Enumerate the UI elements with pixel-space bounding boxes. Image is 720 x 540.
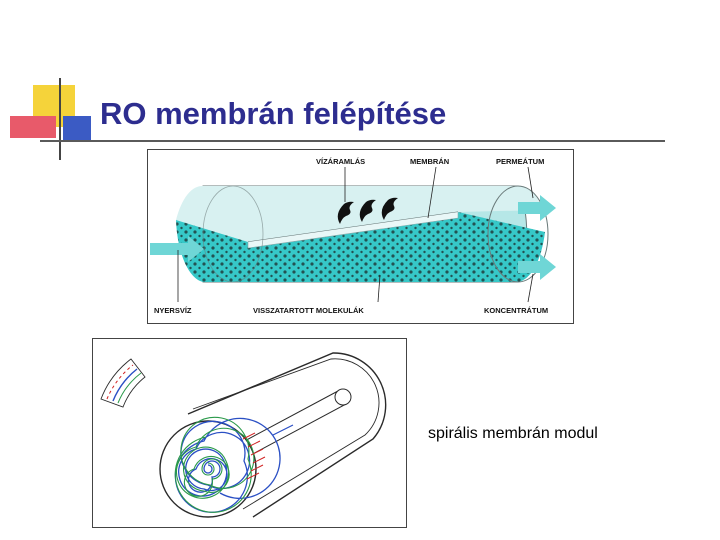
membrane-sheet-detail [101,359,145,407]
vertical-rule [59,78,61,160]
spiral-module-svg [93,339,406,527]
label-concentrate: KONCENTRÁTUM [484,306,548,315]
ro-membrane-diagram: VÍZÁRAMLÁS MEMBRÁN PERMEÁTUM NYERSVÍZ VI… [147,149,574,324]
spiral-module-caption: spirális membrán modul [428,425,598,443]
label-water-flow: VÍZÁRAMLÁS [316,157,365,166]
label-retained-molecules: VISSZATARTOTT MOLEKULÁK [253,306,364,315]
tube-body [176,186,548,282]
label-permeate: PERMEÁTUM [496,157,544,166]
title-underline [40,140,665,142]
label-raw-water: NYERSVÍZ [154,306,192,315]
red-bar [10,116,56,138]
label-membrane: MEMBRÁN [410,157,449,166]
spiral-roll [160,417,280,517]
spiral-module-diagram [92,338,407,528]
slide-title: RO membrán felépítése [100,96,446,132]
ro-membrane-svg: VÍZÁRAMLÁS MEMBRÁN PERMEÁTUM NYERSVÍZ VI… [148,150,573,323]
blue-square [63,116,91,140]
